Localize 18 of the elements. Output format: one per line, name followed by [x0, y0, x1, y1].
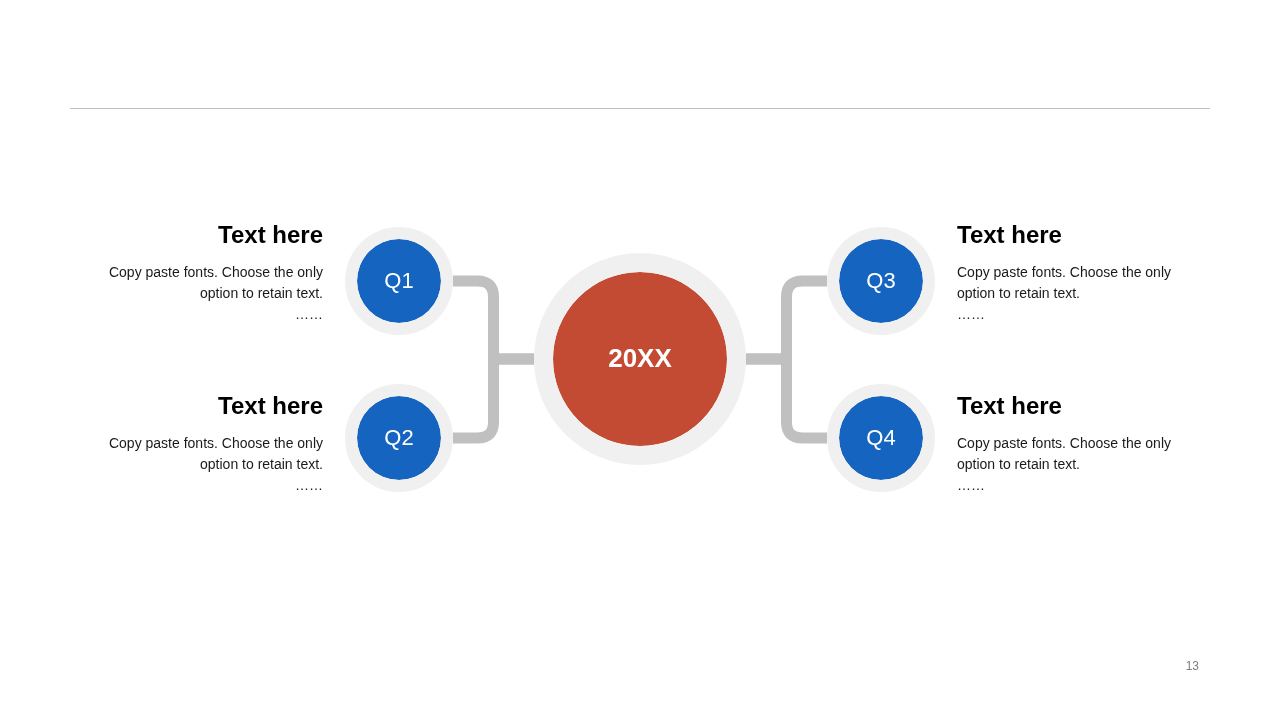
- ellipsis-text: ……: [957, 305, 985, 324]
- side-description: Copy paste fonts. Choose the only option to retain text.: [107, 434, 323, 474]
- side-heading: Text here: [218, 391, 323, 421]
- ellipsis-text: ……: [295, 305, 323, 324]
- ellipsis-text: ……: [957, 476, 985, 495]
- side-heading: Text here: [957, 220, 1062, 250]
- node-label: Q4: [866, 425, 896, 451]
- page-number: 13: [1185, 658, 1199, 674]
- node-label: Q2: [384, 425, 414, 451]
- side-description: Copy paste fonts. Choose the only option to retain text.: [957, 263, 1173, 303]
- side-heading: Text here: [218, 220, 323, 250]
- ellipsis-text: ……: [295, 476, 323, 495]
- side-description: Copy paste fonts. Choose the only option to retain text.: [107, 263, 323, 303]
- side-description: Copy paste fonts. Choose the only option to retain text.: [957, 434, 1173, 474]
- side-heading: Text here: [957, 391, 1062, 421]
- node-label: Q3: [866, 268, 896, 294]
- node-label: Q1: [384, 268, 414, 294]
- node-label: 20XX: [608, 344, 672, 374]
